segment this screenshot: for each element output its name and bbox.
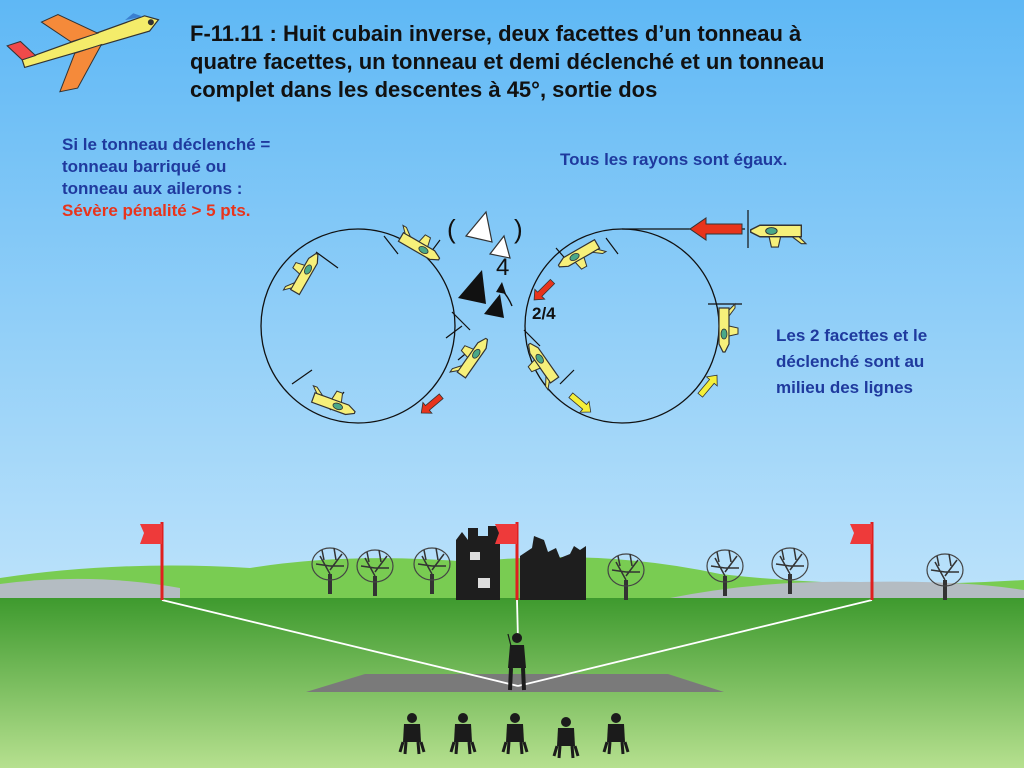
middle-line-1: Les 2 facettes et le: [776, 326, 928, 345]
warning-line-3: tonneau aux ailerons :: [62, 179, 243, 198]
arrow-red-right: [533, 278, 556, 301]
hill-grey-right: [670, 581, 1024, 600]
pilot-figure: [507, 633, 526, 691]
hill-grey-left: [0, 578, 180, 600]
snap-triangle-1: [458, 270, 486, 304]
warning-line-2: tonneau barriqué ou: [62, 157, 227, 176]
flag-center: [495, 522, 519, 600]
fraction-label: 2/4: [532, 304, 556, 323]
flag-left: [140, 522, 164, 600]
title-line-1: F-11.11 : Huit cubain inverse, deux face…: [190, 21, 802, 46]
flag-right: [850, 522, 874, 600]
arrow-red-entry: [689, 217, 743, 241]
radii-note: Tous les rayons sont égaux.: [560, 150, 788, 169]
castle-ruin: [456, 526, 586, 600]
figure-title: F-11.11 : Huit cubain inverse, deux face…: [190, 20, 1024, 104]
arrow-red-left: [420, 393, 444, 414]
middle-line-2: déclenché sont au: [776, 352, 925, 371]
roll-symbols: [458, 210, 513, 318]
title-line-2: quatre facettes, un tonneau et demi décl…: [190, 49, 825, 74]
penalty-text: Sévère pénalité > 5 pts.: [62, 201, 251, 220]
warning-line-1: Si le tonneau déclenché =: [62, 135, 271, 154]
aircraft-logo: [6, 13, 160, 93]
facet-triangle-2: [488, 234, 511, 259]
middle-line-3: milieu des lignes: [776, 378, 913, 397]
facet-triangle-1: [464, 210, 493, 243]
loop-left: [260, 228, 456, 424]
arrow-yellow-right: [697, 374, 718, 398]
title-line-3: complet dans les descentes à 45°, sortie…: [190, 77, 658, 102]
facets-label: 4: [496, 254, 510, 281]
snap-warning-note: Si le tonneau déclenché = tonneau barriq…: [62, 134, 362, 222]
runway: [306, 674, 724, 692]
snap-triangle-2: [484, 294, 504, 318]
paren-open: (: [447, 214, 456, 244]
paren-close: ): [514, 214, 523, 244]
middle-lines-note: Les 2 facettes et le déclenché sont au m…: [776, 323, 1006, 401]
arrow-yellow-bottom: [568, 392, 592, 413]
